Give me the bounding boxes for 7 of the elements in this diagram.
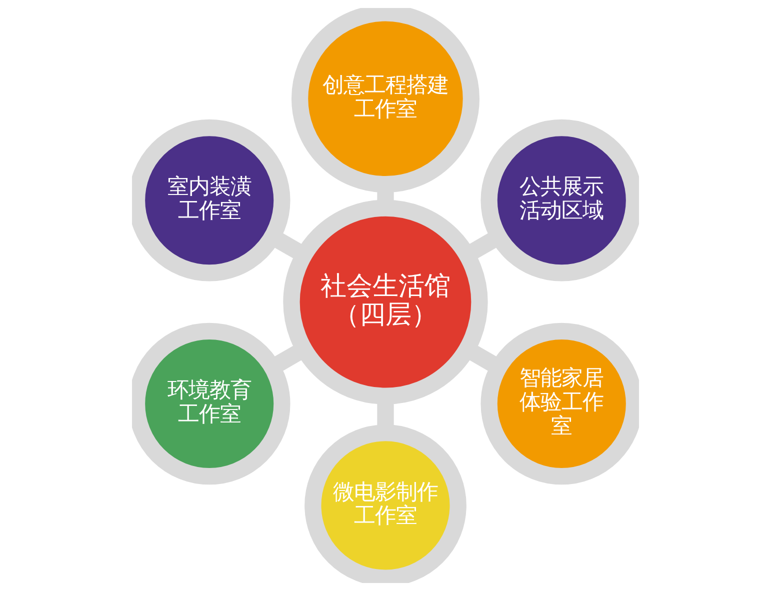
- node-circle: 微电影制作工作室: [304, 424, 466, 583]
- node-circle: 环境教育工作室: [132, 322, 290, 485]
- node-circle: 公共展示活动区域: [480, 119, 639, 282]
- node-circle: 室内装潢工作室: [132, 119, 290, 282]
- node-circle: 社会生活馆（四层）: [283, 200, 488, 404]
- node-circle: 智能家居体验工作室: [480, 322, 639, 485]
- node-circle: 创意工程搭建工作室: [291, 8, 480, 193]
